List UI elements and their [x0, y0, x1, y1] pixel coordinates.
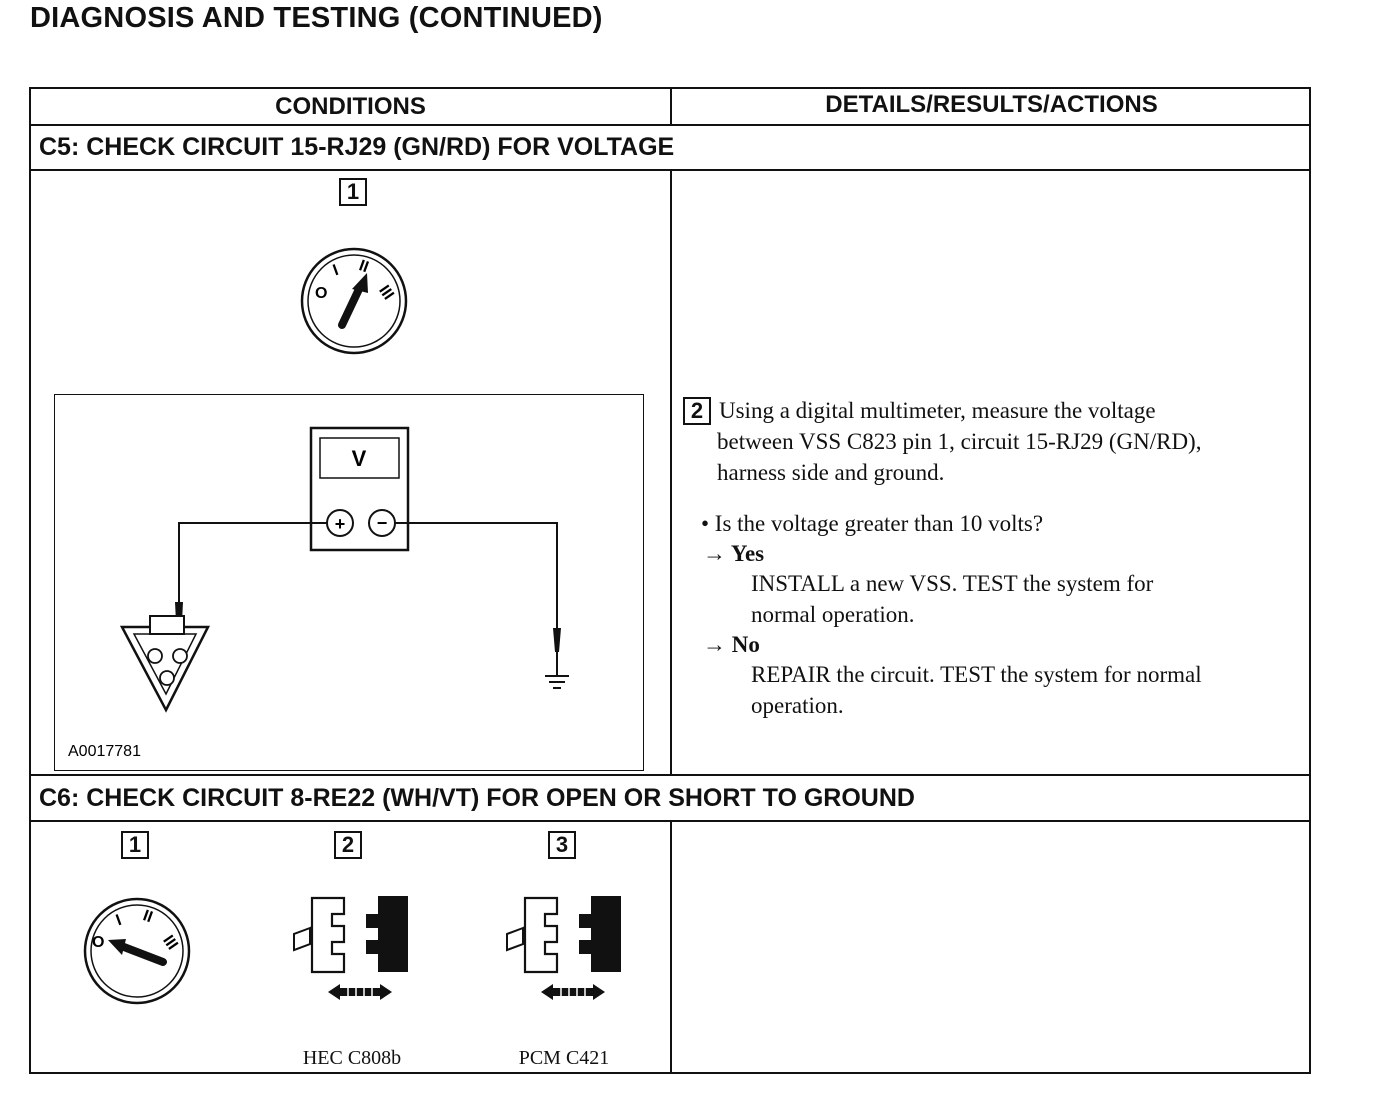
c5-step2-line-2: between VSS C823 pin 1, circuit 15-RJ29 …	[717, 429, 1202, 454]
c6-top-divider	[31, 774, 1309, 776]
c5-column-divider	[670, 169, 672, 775]
c6-title: C6: CHECK CIRCUIT 8-RE22 (WH/VT) FOR OPE…	[39, 784, 915, 812]
hec-connector-disconnect-icon	[293, 896, 408, 1000]
c5-yes-label: → Yes	[703, 541, 765, 566]
disconnect-arrow-icon	[541, 984, 605, 1000]
page-title: DIAGNOSIS AND TESTING (CONTINUED)	[30, 2, 603, 34]
figure-id: A0017781	[68, 743, 141, 760]
ignition-label-off: O	[315, 285, 327, 302]
ignition-label-acc: I	[331, 262, 341, 279]
meter-display: V	[352, 446, 367, 471]
pcm-connector-disconnect-icon	[506, 896, 621, 1000]
svg-text:O: O	[92, 934, 104, 951]
c5-question: • Is the voltage greater than 10 volts?	[701, 511, 1044, 536]
ground-icon	[545, 652, 569, 689]
hec-connector-caption: HEC C808b	[302, 1047, 402, 1069]
c5-no-line-1: REPAIR the circuit. TEST the system for …	[751, 662, 1202, 687]
multimeter-diagram: V + − A0017781	[68, 426, 569, 760]
c6-step1-box: 1	[121, 831, 149, 859]
ignition-switch-run-icon: O I II III	[300, 247, 408, 355]
svg-text:−: −	[377, 513, 388, 533]
c5-no-label: → No	[703, 632, 760, 657]
disconnect-arrow-icon	[328, 984, 392, 1000]
c5-yes-line-1: INSTALL a new VSS. TEST the system for	[751, 571, 1154, 596]
c5-no-line-2: operation.	[751, 693, 844, 718]
c5-yes-line-2: normal operation.	[751, 602, 915, 627]
c5-step1-box: 1	[339, 178, 367, 206]
c5-step2-box: 2	[683, 397, 711, 425]
header-column-divider	[670, 89, 672, 125]
diagnosis-table: CONDITIONS DETAILS/RESULTS/ACTIONS C5: C…	[29, 87, 1311, 1074]
c6-column-divider	[670, 820, 672, 1074]
c5-title: C5: CHECK CIRCUIT 15-RJ29 (GN/RD) FOR VO…	[39, 133, 675, 161]
header-conditions: CONDITIONS	[275, 93, 426, 120]
vss-connector-icon	[119, 615, 211, 713]
pcm-connector-caption: PCM C421	[518, 1047, 610, 1069]
svg-text:+: +	[335, 514, 346, 534]
c6-step3-box: 3	[548, 831, 576, 859]
ignition-switch-off-icon: O I II III	[83, 897, 191, 1005]
header-divider	[31, 124, 1309, 126]
c6-step2-box: 2	[334, 831, 362, 859]
c5-step2-line-1: Using a digital multimeter, measure the …	[719, 398, 1156, 423]
header-details: DETAILS/RESULTS/ACTIONS	[825, 91, 1158, 118]
c5-step2-line-3: harness side and ground.	[717, 460, 945, 485]
multimeter-diagram-frame	[54, 394, 644, 771]
svg-text:I: I	[114, 912, 124, 929]
